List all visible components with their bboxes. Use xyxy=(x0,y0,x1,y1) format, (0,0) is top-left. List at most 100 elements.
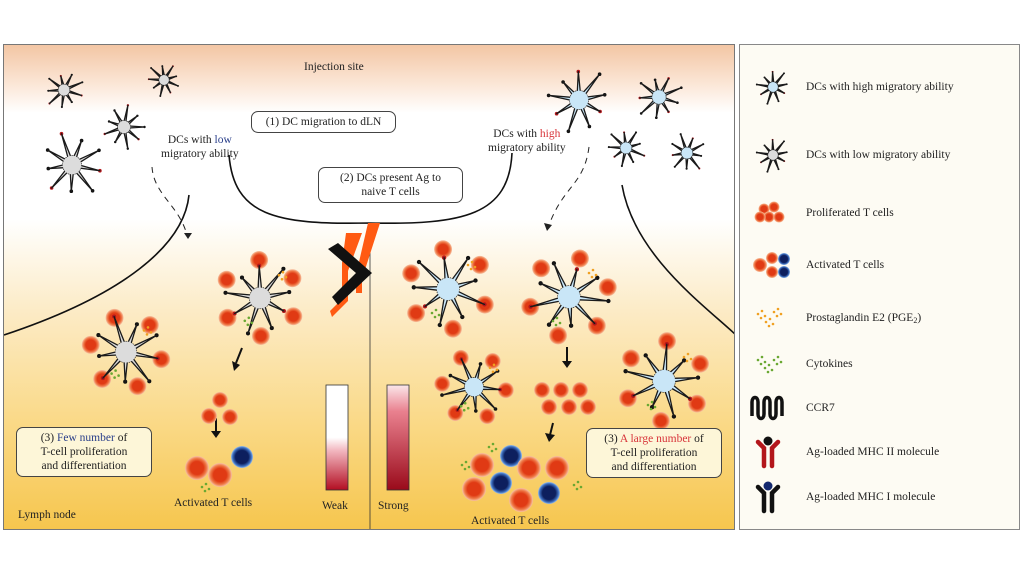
legend-label: Activated T cells xyxy=(806,259,885,271)
step1-box: (1) DC migration to dLN xyxy=(251,111,396,133)
activated-blue-glyph xyxy=(778,253,790,265)
legend-label: DCs with low migratory ability xyxy=(806,149,951,161)
dc-low-in-node xyxy=(223,263,292,336)
cytokine-glyph xyxy=(756,355,767,366)
legend-item: Ag-loaded MHC II molecule xyxy=(740,432,1019,472)
proliferated-t-cell xyxy=(561,399,577,415)
dashed-arrow-left xyxy=(151,166,188,236)
legend-label: Ag-loaded MHC I molecule xyxy=(806,491,936,503)
lymph-node-outline xyxy=(4,194,190,336)
lymph-node-label: Lymph node xyxy=(18,509,76,521)
activated-t-cell xyxy=(185,456,209,480)
dc-low-migratory xyxy=(45,131,102,193)
injection-site-label: Injection site xyxy=(304,61,364,73)
cytokines-icon-graphic xyxy=(756,355,783,374)
mhc2-icon-graphic xyxy=(755,436,781,469)
proliferated-t-cell xyxy=(434,240,453,259)
activated-t-cell-blue xyxy=(490,472,512,494)
proliferated-t-cell xyxy=(598,278,617,297)
proliferated-t-cell xyxy=(447,404,464,421)
mhc2-icon xyxy=(740,432,806,472)
dc-high-in-node xyxy=(411,255,487,328)
legend-item: Ag-loaded MHC I molecule xyxy=(740,477,1019,517)
cytokine-dots xyxy=(487,442,498,453)
legend-label: CCR7 xyxy=(806,402,835,414)
cytokine-dots xyxy=(110,369,120,379)
proliferated-t-cell xyxy=(283,269,302,288)
proliferated-t-cell xyxy=(541,399,557,415)
dashed-arrow-right xyxy=(548,146,590,226)
cytokine-glyph xyxy=(772,355,783,366)
proliferated-t-glyph xyxy=(768,201,780,213)
step2-box: (2) DCs present Ag to naive T cells xyxy=(318,167,463,203)
activated-t-cell xyxy=(545,456,569,480)
cytokine-dots xyxy=(460,460,471,471)
pge2-glyph xyxy=(772,307,783,318)
right-activated-label: Activated T cells xyxy=(471,515,550,527)
proliferated-t-cell xyxy=(688,394,707,413)
mhc1-icon xyxy=(740,477,806,517)
proliferated-t-cells-icon-graphic xyxy=(754,201,785,223)
proliferated-t-glyph xyxy=(763,211,775,223)
proliferated-t-cell xyxy=(222,409,238,425)
proliferated-t-glyph xyxy=(773,211,785,223)
strength-bar-strong xyxy=(386,384,410,491)
strong-label: Strong xyxy=(378,500,409,512)
legend-label: Cytokines xyxy=(806,358,853,370)
dc-low-migratory xyxy=(147,65,179,97)
proliferated-t-cell xyxy=(532,259,551,278)
dc-low-migratory xyxy=(47,73,84,109)
dc-high-migratory xyxy=(671,133,705,170)
activated-blue-glyph xyxy=(778,266,790,278)
pge2-icon-graphic xyxy=(756,307,783,328)
proliferated-t-cell xyxy=(691,354,710,373)
proliferated-t-cell xyxy=(218,308,237,327)
dc-low-in-node xyxy=(96,314,160,384)
proliferated-t-cell xyxy=(651,411,670,430)
proliferated-t-cell xyxy=(201,408,217,424)
proliferated-t-cell xyxy=(152,350,171,369)
proliferated-t-cell xyxy=(580,399,596,415)
proliferated-t-cell xyxy=(434,375,451,392)
legend-label: Proliferated T cells xyxy=(806,207,894,219)
activated-t-cells-icon xyxy=(740,245,806,285)
legend-item: Proliferated T cells xyxy=(740,193,1019,233)
step2-line2: naive T cells xyxy=(361,186,420,198)
pge2-dots xyxy=(277,270,288,281)
mhc1-icon-graphic xyxy=(755,481,781,514)
proliferated-t-cell xyxy=(534,382,550,398)
activated-t-cell xyxy=(470,453,494,477)
proliferated-t-cell xyxy=(570,249,589,268)
proliferated-t-cell xyxy=(549,326,568,345)
cytokine-dots xyxy=(430,308,441,319)
activated-t-cell xyxy=(509,488,533,512)
legend-item: CCR7 xyxy=(740,388,1019,428)
proliferated-t-cell xyxy=(443,319,462,338)
proliferated-t-cell xyxy=(572,382,588,398)
legend-label: Prostaglandin E2 (PGE2) xyxy=(806,311,922,325)
dc-high-in-node xyxy=(528,261,611,328)
dc-low-glyph xyxy=(755,138,788,173)
proliferated-t-cell xyxy=(407,304,426,323)
activated-t-cell xyxy=(462,477,486,501)
proliferated-t-cell xyxy=(140,316,159,335)
proliferated-t-cell xyxy=(128,377,147,396)
dc-high-icon-graphic xyxy=(755,70,788,105)
cytokine-glyph xyxy=(763,363,774,374)
right-result-box: (3) A large number of T-cell proliferati… xyxy=(586,428,722,478)
weak-label: Weak xyxy=(322,500,348,512)
legend-item: DCs with high migratory ability xyxy=(740,67,1019,107)
cytokine-dots xyxy=(551,316,562,327)
dc-low-icon xyxy=(740,135,806,175)
left-dc-label: DCs with low migratory ability xyxy=(161,134,239,160)
dc-high-in-node xyxy=(623,342,701,419)
cytokine-dots xyxy=(646,400,657,411)
legend-item: Prostaglandin E2 (PGE2) xyxy=(740,298,1019,338)
proliferated-t-cell xyxy=(553,382,569,398)
activated-t-cell-blue xyxy=(538,482,560,504)
activated-t-cell xyxy=(517,456,541,480)
cytokine-dots xyxy=(200,482,211,493)
pge2-dots xyxy=(682,352,693,363)
dc-high-migratory xyxy=(638,77,683,120)
